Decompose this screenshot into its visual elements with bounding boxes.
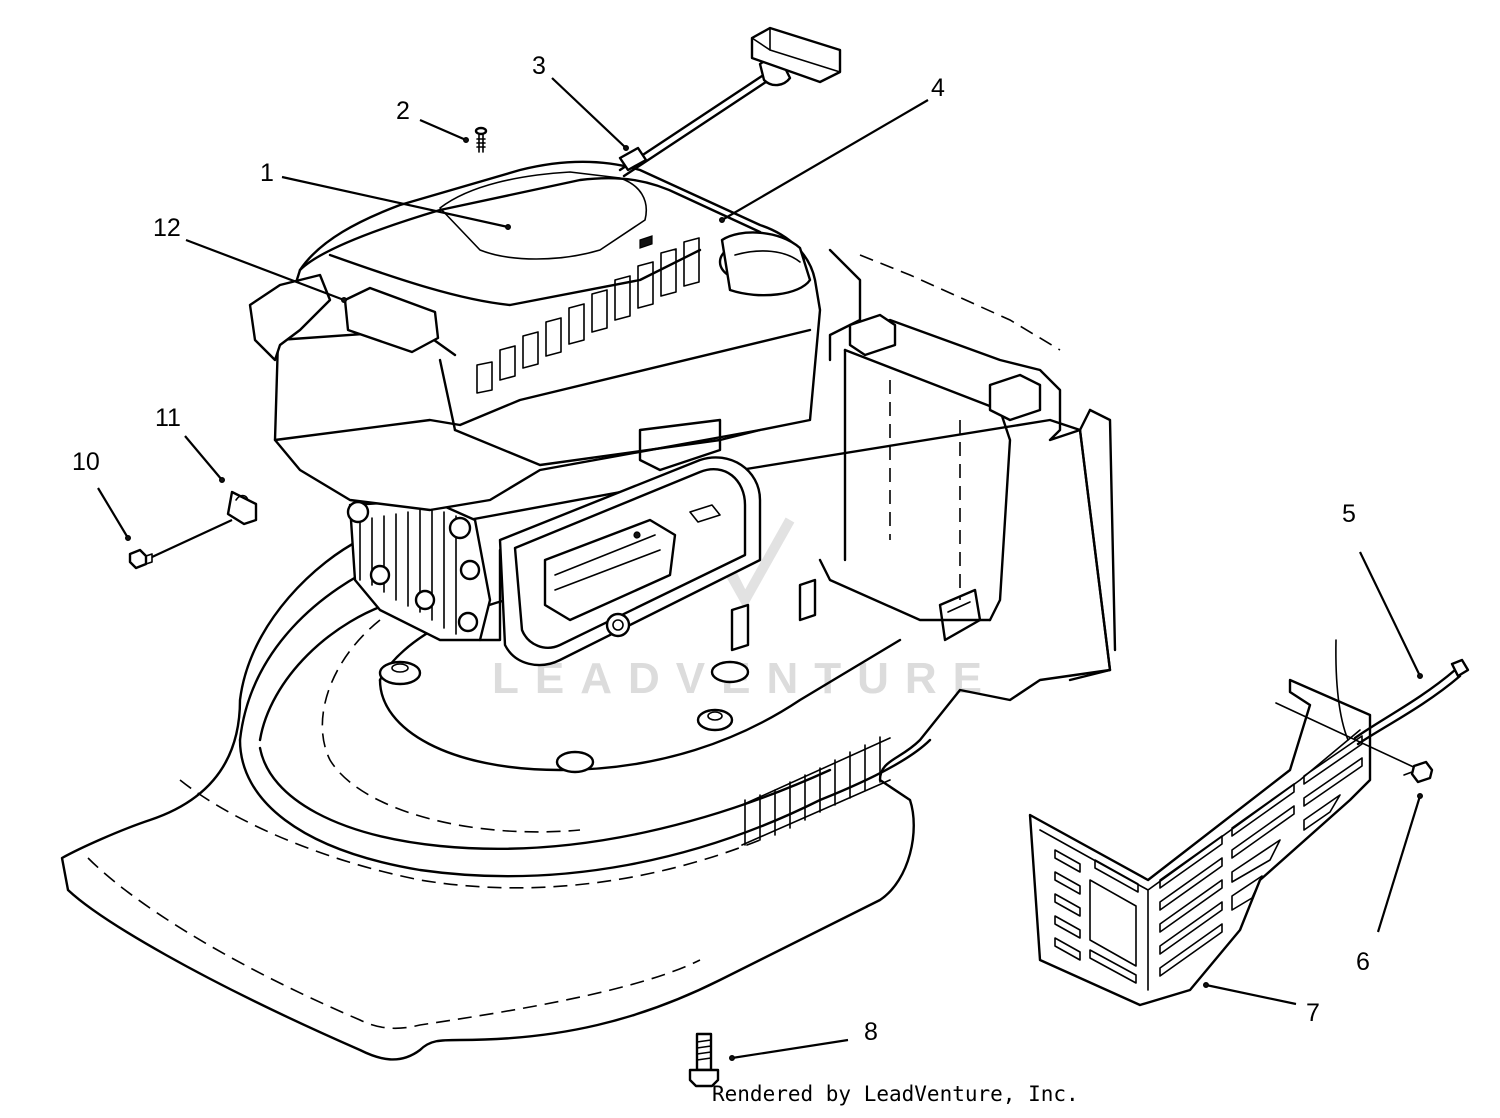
render-credit: Rendered by LeadVenture, Inc. bbox=[712, 1082, 1079, 1106]
callout-12: 12 bbox=[153, 214, 181, 242]
muffler bbox=[498, 456, 762, 667]
callout-labels: 1 2 3 4 5 6 7 8 10 11 12 bbox=[72, 52, 1370, 1046]
starter-rope-handle bbox=[618, 26, 842, 178]
callout-2: 2 bbox=[396, 97, 410, 125]
leader-lines bbox=[97, 77, 1423, 1061]
engine-assembly bbox=[248, 160, 822, 667]
cylinder-fins bbox=[346, 498, 492, 642]
callout-8: 8 bbox=[864, 1018, 878, 1046]
cable-5 bbox=[1275, 639, 1470, 771]
screw-6 bbox=[1403, 760, 1434, 784]
clip-11 bbox=[226, 490, 258, 526]
callout-6: 6 bbox=[1356, 948, 1370, 976]
callout-7: 7 bbox=[1306, 999, 1320, 1027]
callout-10: 10 bbox=[72, 448, 100, 476]
callout-4: 4 bbox=[931, 74, 945, 102]
bolt-10 bbox=[128, 548, 153, 570]
screw-2 bbox=[474, 126, 488, 153]
shroud-vents bbox=[476, 237, 700, 394]
bolt-8 bbox=[688, 1032, 720, 1088]
callout-3: 3 bbox=[532, 52, 546, 80]
callout-5: 5 bbox=[1342, 500, 1356, 528]
callout-1: 1 bbox=[260, 159, 274, 187]
callout-11: 11 bbox=[155, 404, 181, 432]
shield-7 bbox=[1028, 678, 1372, 1007]
